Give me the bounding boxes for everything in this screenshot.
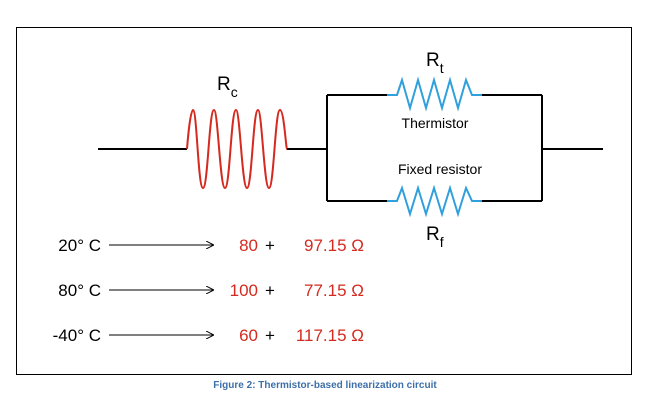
row-rc-value: 80 [239,236,258,255]
fixed-resistor-label: Fixed resistor [398,161,482,177]
row-parallel-value: 77.15 Ω [304,281,364,300]
row-parallel-value: 97.15 Ω [304,236,364,255]
rt-label: Rt [426,50,444,76]
row-plus-sign: + [265,236,275,255]
figure-frame [16,27,632,375]
row-rc-value: 100 [230,281,258,300]
row-parallel-value: 117.15 Ω [296,326,364,345]
row-plus-sign: + [265,281,275,300]
rc-coil-resistor [186,108,288,190]
thermistor-resistor [387,76,482,112]
row-temperature: 80° C [58,281,101,300]
fixed-resistor [387,184,482,218]
row-temperature: 20° C [58,236,101,255]
thermistor-label: Thermistor [402,115,469,131]
rf-label: Rf [426,224,444,250]
rc-label: Rc [217,74,238,100]
row-plus-sign: + [265,326,275,345]
row-rc-value: 60 [239,326,258,345]
figure-caption: Figure 2: Thermistor-based linearization… [213,380,437,391]
row-temperature: -40° C [53,326,101,345]
